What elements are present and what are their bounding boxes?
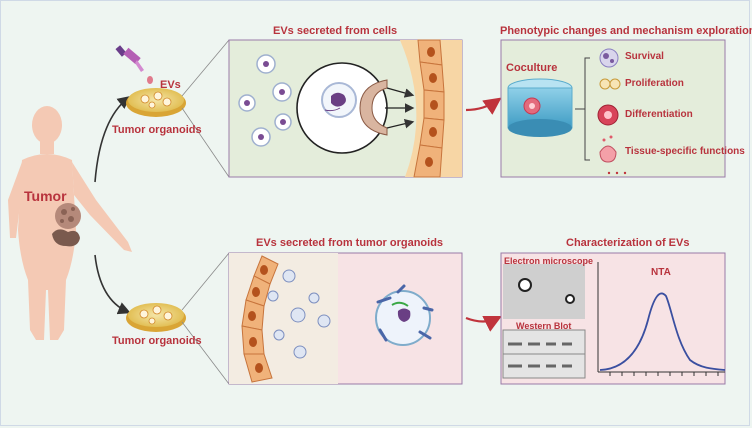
phenotypic-title: Phenotypic changes and mechanism explora… (500, 25, 752, 37)
characterization-title: Characterization of EVs (566, 237, 690, 249)
pipette-icon (115, 45, 153, 84)
arrow-to-top-organoids (94, 96, 131, 183)
nta-curve (599, 292, 726, 371)
evs-from-organoids-panel (228, 252, 463, 385)
arrow-to-bottom-organoids (94, 254, 131, 315)
characterization-panel (500, 252, 726, 385)
proliferation-label: Proliferation (625, 78, 684, 89)
red-arrow-top (465, 97, 502, 115)
tumor-organoids-top-label: Tumor organoids (112, 124, 202, 136)
red-arrow-bottom (465, 316, 502, 332)
zoom-line (181, 39, 230, 97)
petri-dish-top-icon (126, 88, 186, 117)
evs-from-organoids-title: EVs secreted from tumor organoids (256, 237, 444, 249)
electron-microscope-label: Electron microscope (504, 256, 594, 266)
zoom-line (181, 321, 230, 385)
electron-microscope-image (503, 264, 585, 319)
zoom-line (181, 252, 230, 311)
evs-from-cells-title: EVs secreted from cells (273, 25, 398, 37)
western-blot-label: Western Blot (516, 321, 572, 331)
evs-label: EVs (160, 79, 181, 91)
evs-from-cells-panel (228, 39, 463, 178)
survival-label: Survival (625, 51, 664, 62)
differentiation-label: Differentiation (625, 109, 693, 120)
human-body-icon (8, 106, 132, 340)
tumor-icon (52, 203, 81, 247)
petri-dish-bottom-icon (126, 303, 186, 332)
nta-label: NTA (651, 267, 671, 278)
tissue-specific-label: Tissue-specific functions (625, 146, 745, 157)
zoom-line (181, 107, 230, 178)
tumor-organoids-bottom-label: Tumor organoids (112, 335, 202, 347)
coculture-label: Coculture (506, 62, 558, 74)
phenotypic-panel (500, 39, 726, 178)
tumor-label: Tumor (24, 188, 67, 204)
